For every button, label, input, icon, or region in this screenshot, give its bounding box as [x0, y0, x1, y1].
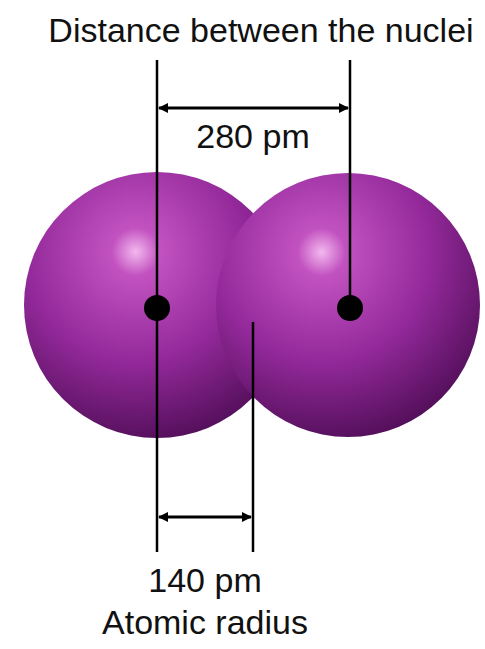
part-label: Atomic radius	[102, 598, 308, 646]
guide-line	[252, 322, 255, 552]
atom-sphere	[216, 173, 480, 437]
dimension-arrow	[159, 516, 251, 519]
nucleus-dot	[337, 295, 363, 321]
dimension-value: 140 pm	[148, 556, 261, 604]
nucleus-dot	[144, 295, 170, 321]
dimension-heading: Distance between the nuclei	[41, 6, 481, 54]
dimension-value: 280 pm	[192, 112, 313, 160]
dimension-arrow	[159, 107, 348, 110]
guide-line	[349, 60, 352, 308]
